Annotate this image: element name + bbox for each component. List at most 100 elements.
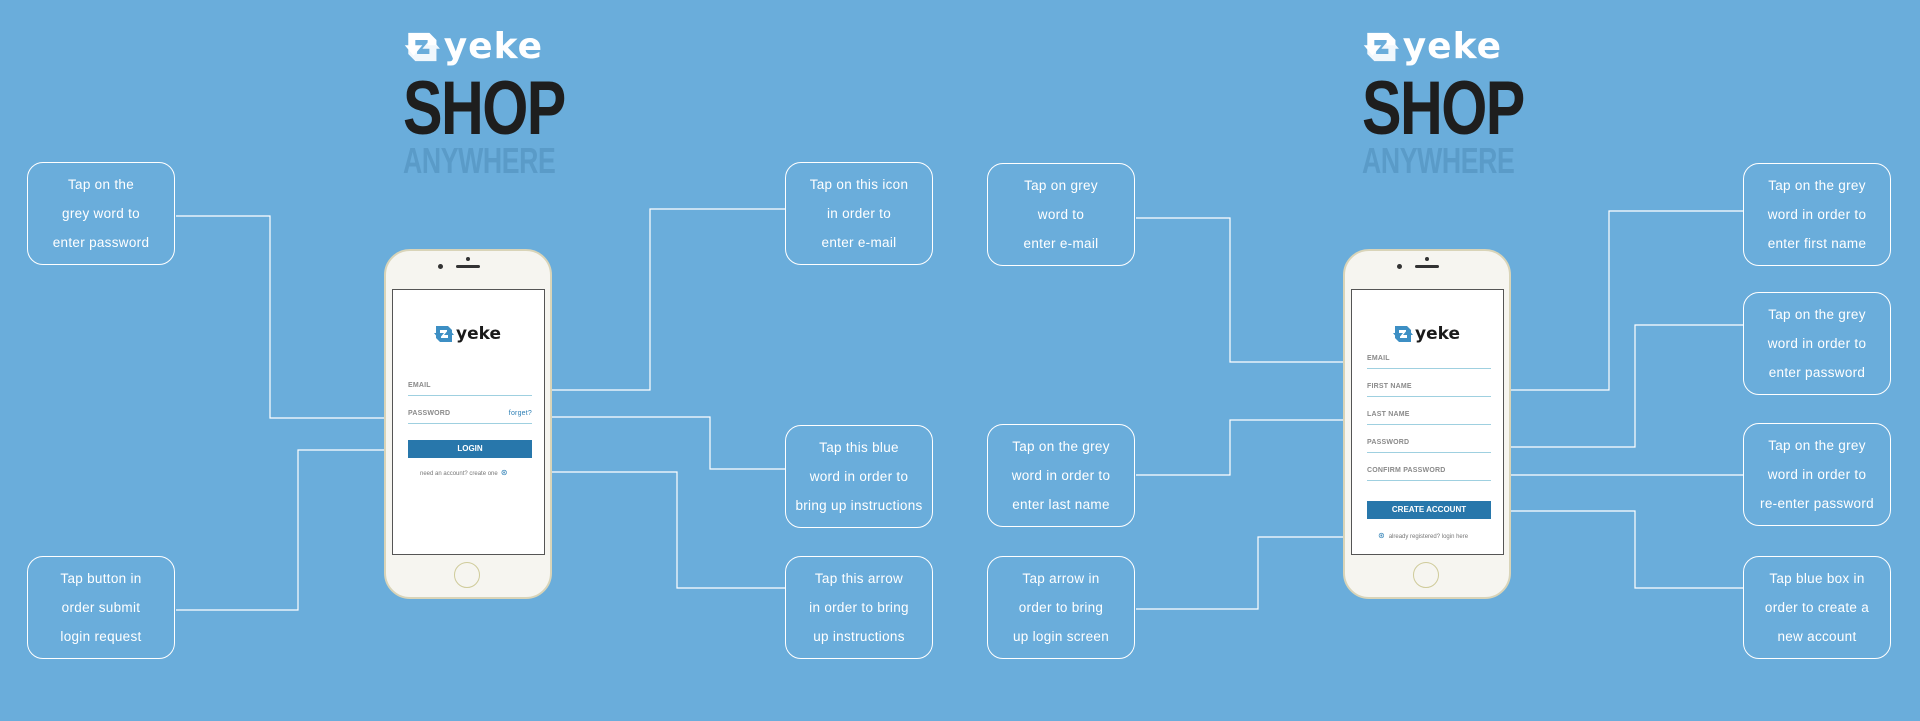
home-button [1413, 562, 1439, 588]
email-label: EMAIL [408, 382, 431, 389]
arrow-circle-icon[interactable]: ⊛ [1378, 531, 1385, 540]
phone-signup: yeke EMAIL FIRST NAME LAST NAME PASSWORD… [1343, 249, 1511, 599]
callout-line: re-enter password [1760, 496, 1874, 511]
callout-enter-password-left: Tap on the grey word to enter password [27, 162, 175, 265]
callout-arrow-login-screen: Tap arrow in order to bring up login scree… [987, 556, 1135, 659]
recycle-arrows-logo-icon [434, 326, 454, 342]
callout-reenter-password: Tap on the grey word in order to re-enter … [1743, 423, 1891, 526]
signup-screen: yeke EMAIL FIRST NAME LAST NAME PASSWORD… [1351, 289, 1504, 555]
callout-line: Tap on the grey [1768, 307, 1866, 322]
callout-line: Tap arrow in [1022, 571, 1100, 586]
forgot-link[interactable]: forget? [508, 410, 532, 417]
callout-line: enter e-mail [821, 235, 897, 250]
screen-logo-text: yeke [1415, 324, 1460, 344]
callout-line: word in order to [1767, 336, 1867, 351]
callout-line: bring up instructions [795, 498, 923, 513]
screen-logo-text: yeke [456, 324, 501, 344]
connector-first-name [1490, 210, 1743, 391]
callout-line: up instructions [813, 629, 905, 644]
callout-line: Tap on the grey [1768, 438, 1866, 453]
callout-line: Tap blue box in [1769, 571, 1865, 586]
camera-icon [438, 264, 443, 269]
connector-arrow-instructions [520, 471, 785, 589]
login-screen: yeke EMAIL PASSWORD forget? LOGIN need a… [392, 289, 545, 555]
callout-line: Tap button in [60, 571, 142, 586]
screen-logo: yeke [433, 324, 501, 344]
callout-line: new account [1777, 629, 1857, 644]
arrow-circle-icon[interactable]: ⊛ [500, 468, 508, 477]
callout-line: word to [1037, 207, 1085, 222]
login-button[interactable]: LOGIN [408, 440, 532, 458]
connector-password-right [1490, 324, 1743, 448]
callout-line: Tap this blue [819, 440, 899, 455]
create-prompt-text[interactable]: need an account? create one [420, 471, 498, 477]
callout-line: order to bring [1018, 600, 1104, 615]
callout-line: Tap this arrow [814, 571, 904, 586]
callout-line: word in order to [1011, 468, 1111, 483]
sensor-dot [1425, 257, 1429, 261]
home-button [454, 562, 480, 588]
callout-line: in order to [826, 206, 892, 221]
callout-submit-login: Tap button in order submit login request [27, 556, 175, 659]
connector-email-icon [508, 208, 785, 391]
callout-line: order to create a [1764, 600, 1870, 615]
logo-text: yeke [1402, 26, 1502, 67]
signup-password-field[interactable]: PASSWORD [1367, 439, 1491, 453]
email-field[interactable]: EMAIL [408, 382, 532, 396]
callout-line: Tap on this icon [809, 177, 909, 192]
confirm-password-label: CONFIRM PASSWORD [1367, 467, 1446, 474]
sensor-dot [466, 257, 470, 261]
callout-line: word in order to [1767, 467, 1867, 482]
callout-line: enter password [52, 235, 150, 250]
create-account-button[interactable]: CREATE ACCOUNT [1367, 501, 1491, 519]
password-field[interactable]: PASSWORD forget? [408, 410, 532, 424]
shop-title: SHOP [403, 66, 566, 151]
callout-line: word in order to [809, 469, 909, 484]
callout-line: up login screen [1012, 629, 1110, 644]
callout-line: grey word to [62, 206, 140, 221]
callout-line: Tap on grey [1024, 178, 1098, 193]
login-prompt: ⊛already registered? login here [1378, 531, 1468, 540]
first-name-label: FIRST NAME [1367, 383, 1412, 390]
callout-line: login request [60, 629, 142, 644]
login-prompt-text[interactable]: already registered? login here [1388, 534, 1469, 540]
recycle-arrows-logo-icon [1393, 326, 1413, 342]
recycle-arrows-logo-icon [404, 32, 440, 62]
logo-text: yeke [443, 26, 543, 67]
speaker-grille [1415, 265, 1439, 268]
connector-submit-login [176, 449, 450, 611]
callout-arrow-instructions: Tap this arrow in order to bring up instru… [785, 556, 933, 659]
callout-create-account: Tap blue box in order to create a new acco… [1743, 556, 1891, 659]
shop-title: SHOP [1362, 66, 1525, 151]
connector-arrow-login [1136, 536, 1378, 610]
last-name-field[interactable]: LAST NAME [1367, 411, 1491, 425]
callout-line: enter first name [1767, 236, 1867, 251]
signup-email-label: EMAIL [1367, 355, 1390, 362]
signup-email-field[interactable]: EMAIL [1367, 355, 1491, 369]
connector-create-account [1480, 510, 1743, 589]
logo: yeke [403, 24, 543, 70]
callout-line: enter e-mail [1023, 236, 1099, 251]
callout-line: in order to bring [809, 600, 909, 615]
signup-password-label: PASSWORD [1367, 439, 1410, 446]
callout-enter-email-icon: Tap on this icon in order to enter e-mail [785, 162, 933, 265]
first-name-field[interactable]: FIRST NAME [1367, 383, 1491, 397]
last-name-label: LAST NAME [1367, 411, 1410, 418]
speaker-grille [456, 265, 480, 268]
connector-password-left [176, 215, 400, 419]
password-label: PASSWORD [408, 410, 451, 417]
phone-login: yeke EMAIL PASSWORD forget? LOGIN need a… [384, 249, 552, 599]
callout-line: Tap on the grey [1768, 178, 1866, 193]
callout-line: Tap on the [67, 177, 135, 192]
callout-forgot-instructions: Tap this blue word in order to bring up in… [785, 425, 933, 528]
callout-line: enter last name [1012, 497, 1110, 512]
callout-line: order submit [61, 600, 141, 615]
screen-logo: yeke [1392, 324, 1460, 344]
create-account-prompt: need an account? create one⊛ [420, 468, 507, 477]
confirm-password-field[interactable]: CONFIRM PASSWORD [1367, 467, 1491, 481]
connector-forgot [520, 416, 785, 470]
